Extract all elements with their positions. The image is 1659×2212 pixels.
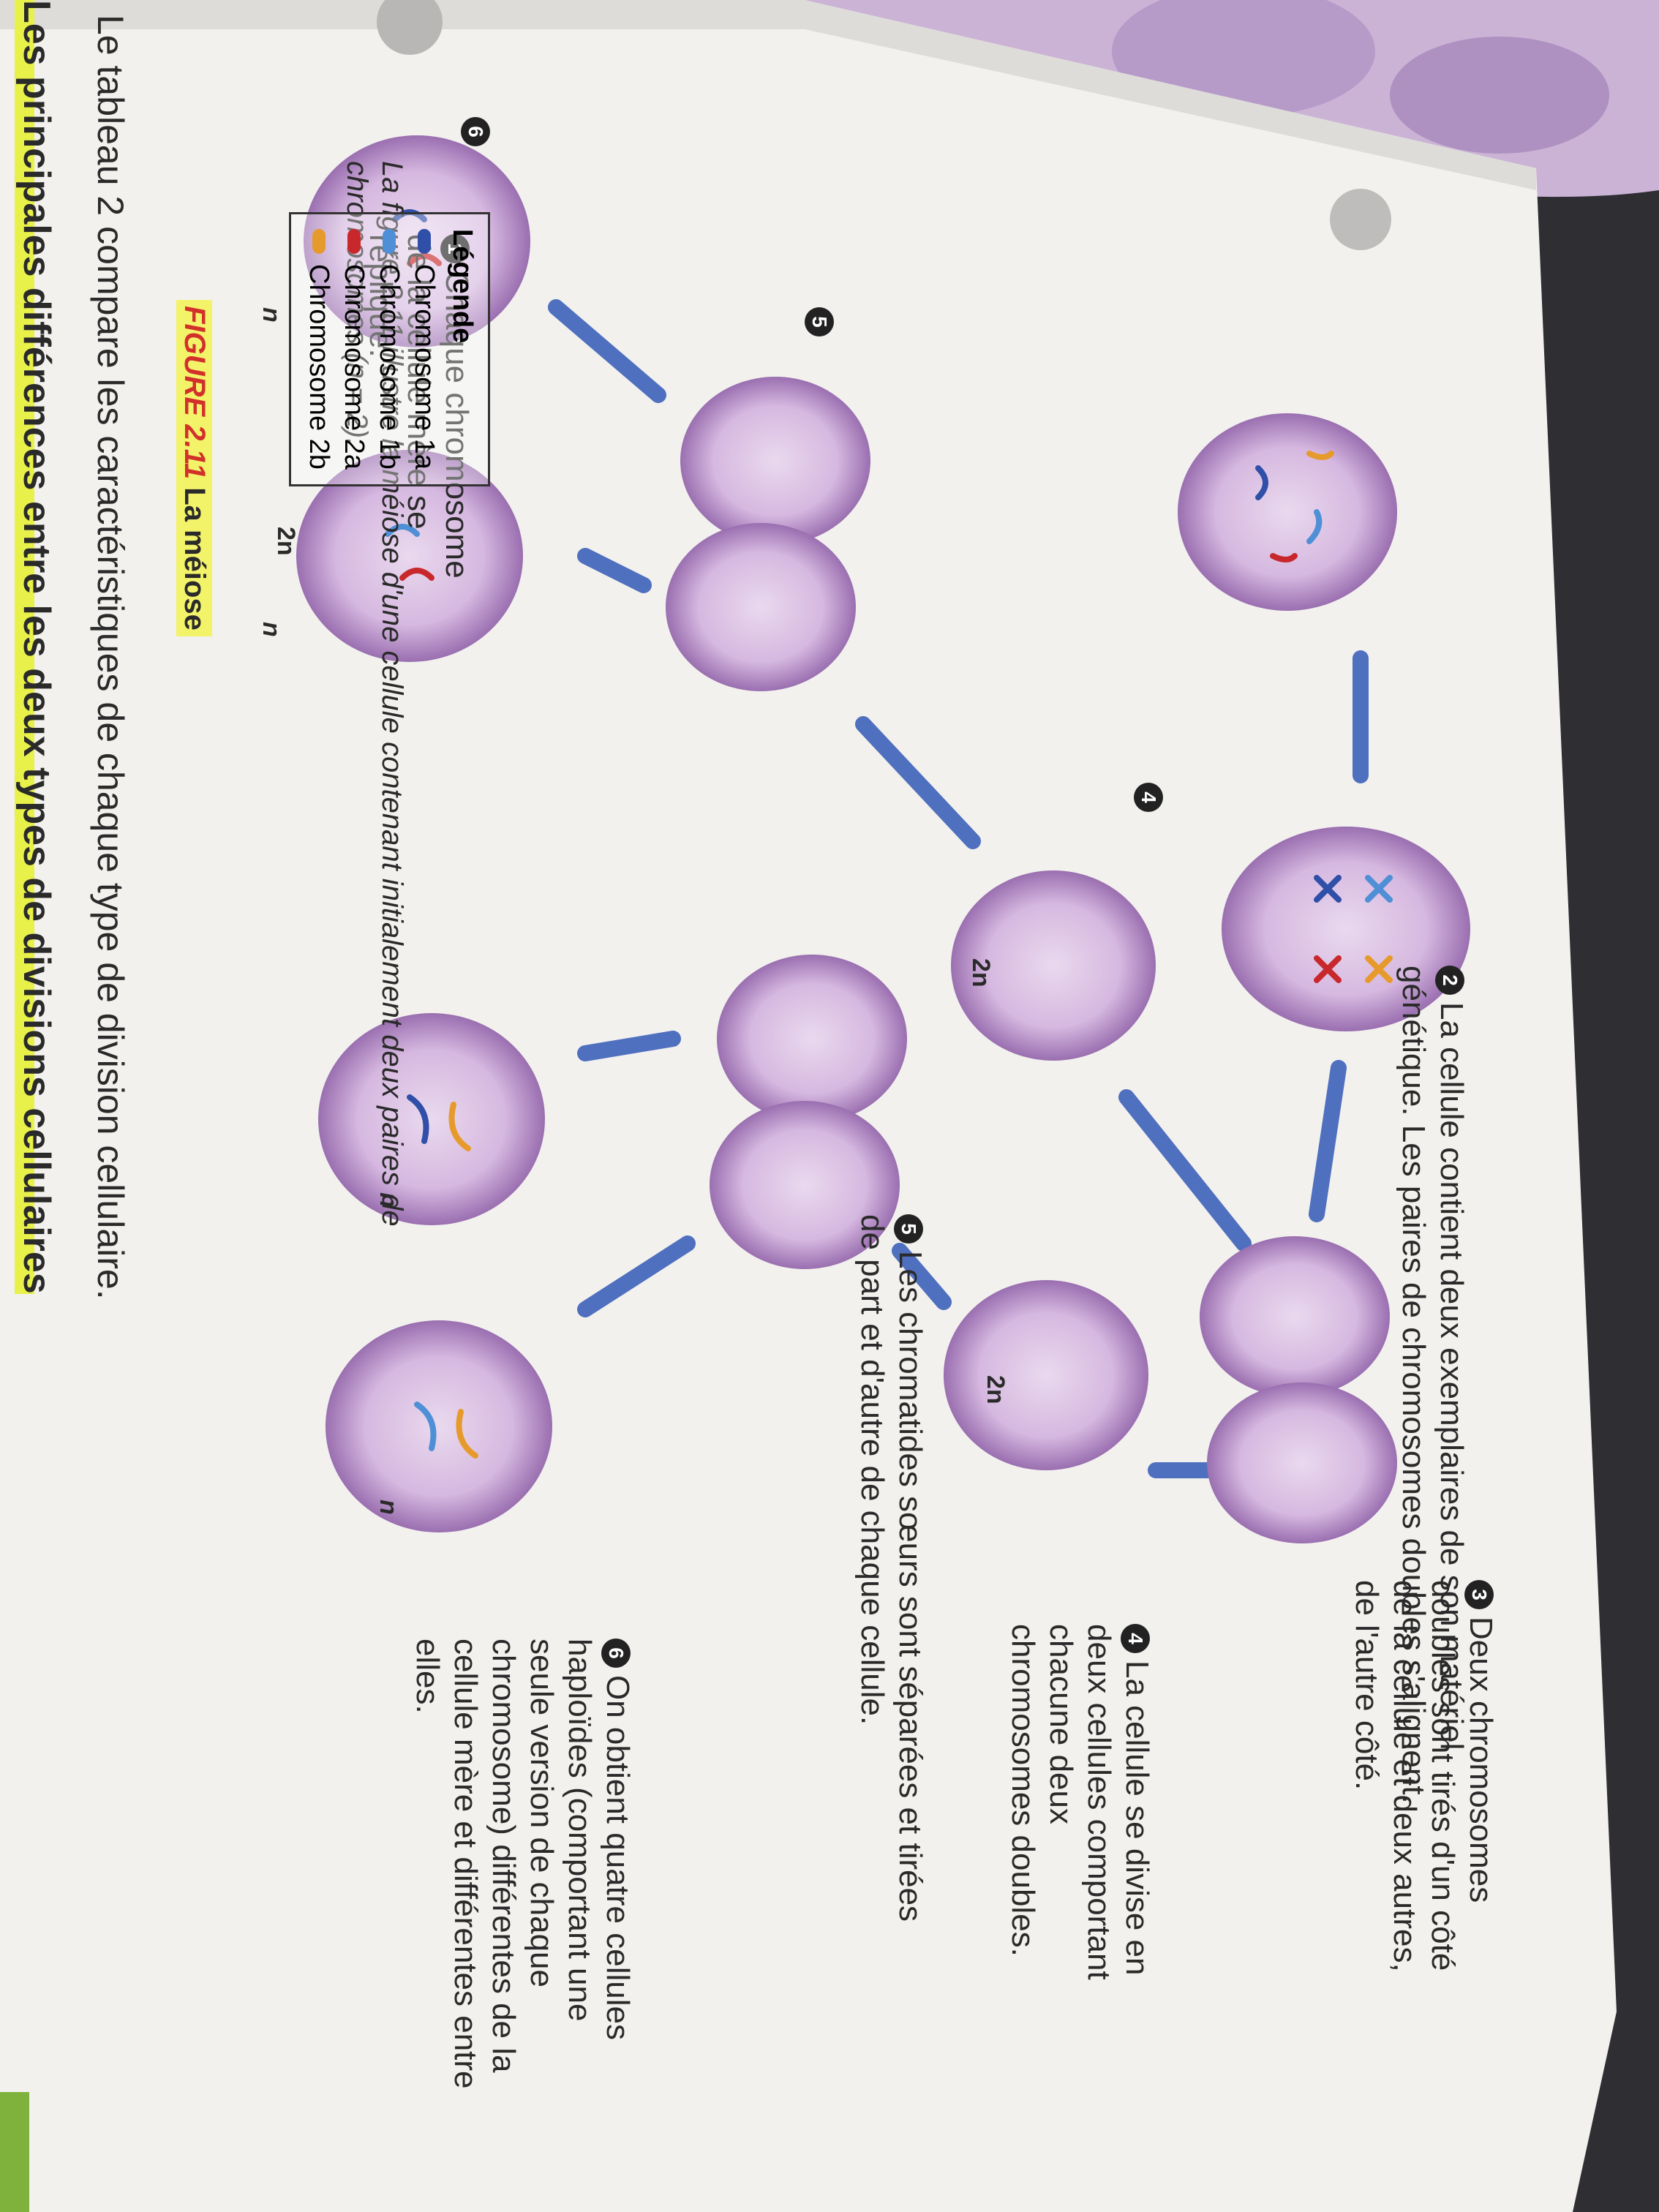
step-5-number: 5 [893, 1214, 923, 1244]
legend-item-1a: Chromosome 1a [407, 229, 442, 470]
legend-swatch-2b [312, 229, 326, 254]
figure-caption: FIGURE 2.11 La méiose [176, 300, 212, 636]
legend-swatch-2a [347, 229, 361, 254]
cell-step5a [680, 377, 870, 545]
cell-step3b [1207, 1382, 1397, 1543]
marker-4: 4 [1134, 783, 1163, 812]
cell-haploid-3 [318, 1013, 545, 1225]
figure-label: FIGURE 2.11 [178, 306, 211, 480]
cell-step5c [717, 955, 907, 1123]
ploidy-label-step4b: 2n [982, 1375, 1009, 1404]
legend-item-2b: Chromosome 2b [301, 229, 336, 470]
cell-step3a [1200, 1236, 1390, 1397]
legend-item-2a: Chromosome 2a [336, 229, 372, 470]
section-subheading: Les principales différences entre les de… [15, 0, 59, 1294]
cell-step5b [666, 523, 856, 691]
figure-title: La méiose [178, 487, 211, 631]
step-6-caption: 6On obtient quatre cellules haploïdes (c… [408, 1639, 636, 2092]
cell-step2 [1222, 827, 1470, 1031]
cell-haploid-1 [304, 135, 530, 347]
cell-haploid-2 [296, 450, 523, 662]
step-4-caption: 4La cellule se divise en deux cellules c… [1004, 1624, 1156, 2019]
ploidy-label-haploid-1: n [257, 307, 285, 323]
cell-mother [1178, 413, 1397, 611]
step-3-caption: 3Deux chromosomes doubles sont tirés d'u… [1347, 1580, 1500, 1990]
arrows [548, 299, 1369, 1478]
ploidy-label-step4a: 2n [967, 958, 995, 988]
hole-punch [377, 0, 443, 55]
hole-punch [1330, 189, 1391, 250]
step-5-text: Les chromatides sœurs sont séparées et t… [854, 1214, 928, 1922]
ploidy-label-haploid-2: n [257, 622, 285, 637]
step-3-number: 3 [1464, 1580, 1494, 1609]
legend-swatch-1b [383, 229, 396, 254]
marker-5: 5 [805, 307, 834, 336]
step-2-number: 2 [1434, 966, 1464, 995]
step-3-text: Deux chromosomes doubles sont tirés d'un… [1349, 1580, 1499, 1972]
step-4-number: 4 [1120, 1624, 1150, 1653]
legend-title: Légende [447, 229, 478, 344]
body-sentence: Le tableau 2 compare les caractéristique… [90, 15, 131, 1300]
step-6-text: On obtient quatre cellules haploïdes (co… [410, 1639, 636, 2089]
legend-item-1b: Chromosome 1b [372, 229, 407, 470]
step-4-text: La cellule se divise en deux cellules co… [1005, 1624, 1155, 1980]
ploidy-label-haploid-4: n [375, 1500, 402, 1515]
cell-step4a [951, 870, 1156, 1061]
step-5-caption: 5Les chromatides sœurs sont séparées et … [853, 1214, 929, 1946]
cell-step4b [944, 1280, 1148, 1470]
legend: Légende Chromosome 1a Chromosome 1b Chro… [289, 212, 490, 486]
ploidy-label-haploid-3: n [375, 1192, 402, 1208]
marker-6: 6 [461, 117, 490, 146]
step-6-number: 6 [601, 1639, 631, 1668]
chromosomes [385, 209, 1393, 1459]
legend-swatch-1a [418, 229, 431, 254]
cell-step5d [710, 1101, 900, 1269]
cells [296, 135, 1470, 1543]
ploidy-label-mother: 2n [272, 527, 300, 556]
cell-haploid-4 [326, 1320, 552, 1532]
